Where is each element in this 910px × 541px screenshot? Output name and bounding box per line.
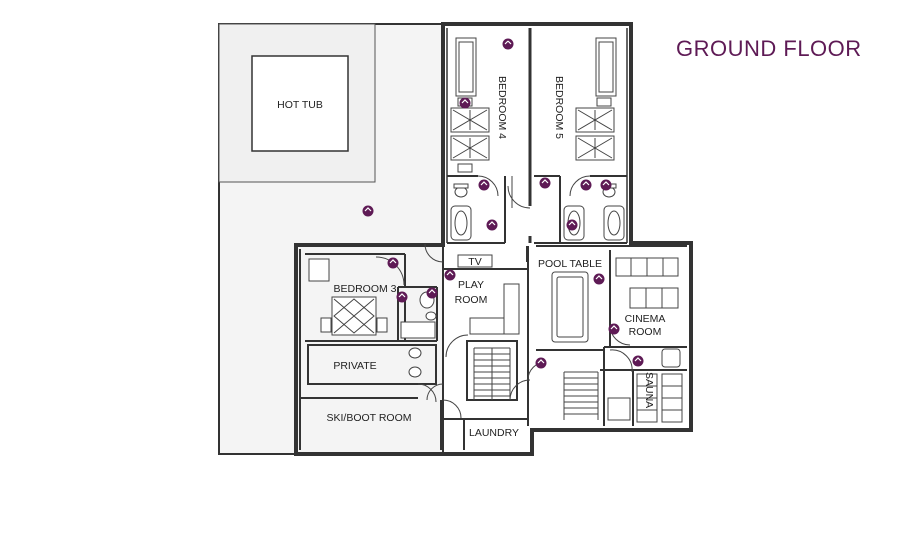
camera-viewpoint-icon[interactable] [539, 177, 551, 189]
label-ski-boot-room: SKI/BOOT ROOM [327, 412, 412, 424]
label-play: PLAY [458, 279, 484, 291]
bedroom-5-furniture [575, 37, 617, 161]
label-laundry: LAUNDRY [469, 427, 519, 439]
bedroom-4-furniture [450, 37, 490, 173]
play-room-furniture [424, 243, 520, 419]
camera-viewpoint-icon[interactable] [459, 97, 471, 109]
camera-viewpoint-icon[interactable] [608, 323, 620, 335]
camera-viewpoint-icon[interactable] [502, 38, 514, 50]
camera-viewpoint-icon[interactable] [600, 179, 612, 191]
label-cinema: CINEMA [625, 313, 666, 325]
games-furniture [551, 257, 679, 373]
label-tv: TV [468, 256, 481, 268]
camera-viewpoint-icon[interactable] [478, 179, 490, 191]
camera-viewpoint-icon[interactable] [426, 287, 438, 299]
staircase [473, 347, 599, 420]
camera-viewpoint-icon[interactable] [486, 219, 498, 231]
label-sauna: SAUNA [643, 372, 655, 408]
floor-title: GROUND FLOOR [676, 36, 862, 61]
label-bedroom-5: BEDROOM 5 [553, 76, 565, 139]
viewpoint-markers [362, 38, 644, 369]
camera-viewpoint-icon[interactable] [535, 357, 547, 369]
label-private: PRIVATE [333, 360, 376, 372]
camera-viewpoint-icon[interactable] [444, 269, 456, 281]
building-walls [294, 22, 693, 456]
hot-tub [251, 55, 349, 152]
bedroom-3-furniture [308, 256, 437, 339]
camera-viewpoint-icon[interactable] [396, 291, 408, 303]
label-pool-table: POOL TABLE [538, 258, 602, 270]
camera-viewpoint-icon[interactable] [632, 355, 644, 367]
label-play-room: ROOM [455, 294, 488, 306]
camera-viewpoint-icon[interactable] [387, 257, 399, 269]
label-bedroom-3: BEDROOM 3 [333, 283, 396, 295]
label-cinema-room: ROOM [629, 326, 662, 338]
label-hot-tub: HOT TUB [277, 99, 323, 111]
camera-viewpoint-icon[interactable] [593, 273, 605, 285]
camera-viewpoint-icon[interactable] [362, 205, 374, 217]
camera-viewpoint-icon[interactable] [580, 179, 592, 191]
label-bedroom-4: BEDROOM 4 [496, 76, 508, 139]
sauna-fixtures [607, 348, 683, 423]
bathroom-fixtures [450, 175, 625, 241]
camera-viewpoint-icon[interactable] [566, 219, 578, 231]
